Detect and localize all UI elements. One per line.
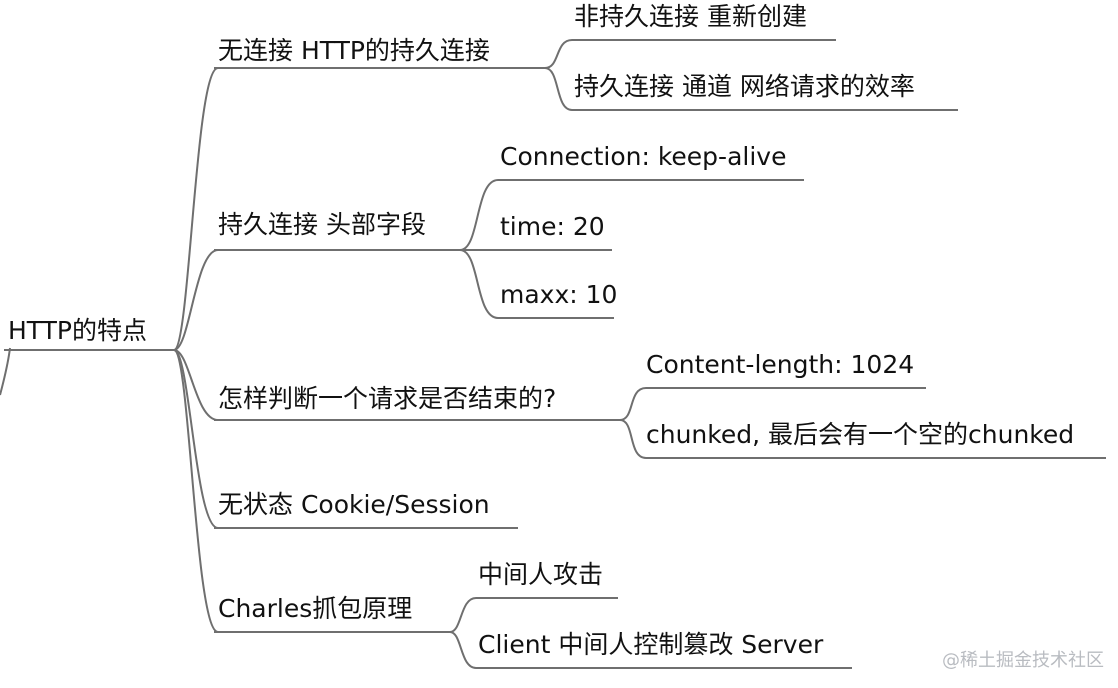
link-b3-c1: [619, 387, 647, 421]
leaf-node: Content-length: 1024: [646, 350, 915, 379]
link-b1-c1: [544, 39, 573, 69]
link-root-branch-3: [173, 349, 219, 421]
link-b1-c2: [544, 67, 573, 111]
link-root-branch-4: [173, 349, 219, 529]
link-b3-c2: [619, 419, 647, 459]
root-node: HTTP的特点: [8, 316, 147, 345]
leaf-node: 中间人攻击: [478, 560, 604, 589]
leaf-node: 持久连接 通道 网络请求的效率: [574, 72, 915, 101]
link-root-branch-2: [173, 249, 219, 351]
leaf-node: time: 20: [500, 212, 605, 241]
branch-node: 持久连接 头部字段: [218, 210, 426, 239]
branch-node: 怎样判断一个请求是否结束的?: [218, 384, 557, 413]
branch-node: Charles抓包原理: [218, 594, 413, 623]
leaf-node: Connection: keep-alive: [500, 142, 787, 171]
branch-node: 无状态 Cookie/Session: [218, 490, 490, 519]
link-b2-c3: [459, 249, 499, 319]
link-root-branch-1: [173, 67, 219, 351]
leaf-node: Client 中间人控制篡改 Server: [478, 630, 824, 659]
leaf-node: chunked, 最后会有一个空的chunked: [646, 420, 1075, 449]
leaf-node: maxx: 10: [500, 280, 618, 309]
branch-node: 无连接 HTTP的持久连接: [218, 36, 490, 65]
link-b5-c2: [449, 631, 477, 669]
link-b5-c1: [449, 597, 477, 633]
watermark-text: @稀土掘金技术社区: [942, 650, 1104, 671]
root-edge-stub: [0, 347, 11, 396]
leaf-node: 非持久连接 重新创建: [574, 2, 807, 31]
link-root-branch-5: [173, 349, 219, 633]
link-b2-c1: [459, 179, 499, 251]
